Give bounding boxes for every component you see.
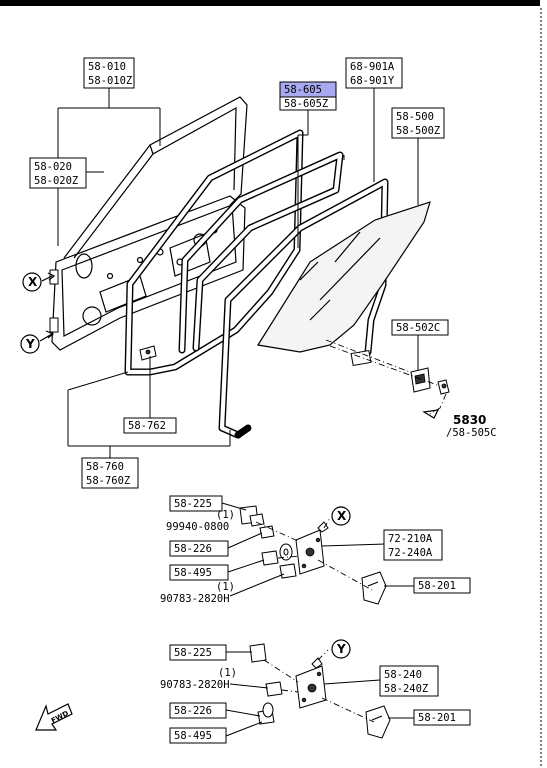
- callout-x-225: 58-225: [169, 495, 223, 512]
- leader-lines-x: [221, 502, 414, 597]
- callout-y-495: 58-495: [169, 727, 227, 744]
- svg-text:72-240A: 72-240A: [388, 547, 433, 559]
- svg-text:58-502C: 58-502C: [396, 322, 440, 334]
- callout-weatherstrip: 68-901A 68-901Y: [345, 57, 403, 89]
- svg-text:(1): (1): [216, 581, 235, 593]
- callout-y-90783: (1) 90783-2820H: [160, 667, 237, 691]
- callout-glass: 58-500 58-500Z: [391, 107, 445, 139]
- svg-text:(1): (1): [218, 667, 237, 679]
- glass-part: [257, 201, 431, 367]
- seal-clip-part: [139, 345, 157, 361]
- callout-y-226: 58-226: [169, 702, 227, 719]
- callout-x-99940: (1) 99940-0800: [166, 509, 235, 533]
- svg-text:58-201: 58-201: [418, 580, 456, 592]
- svg-text:58-020Z: 58-020Z: [34, 175, 78, 187]
- fwd-arrow-icon: FWD: [35, 703, 73, 731]
- callout-y-regulator: 58-240 58-240Z: [379, 665, 439, 697]
- svg-text:68-901A: 68-901A: [350, 61, 395, 73]
- svg-text:72-210A: 72-210A: [388, 533, 433, 545]
- svg-text:X: X: [28, 275, 38, 289]
- svg-text:58-226: 58-226: [174, 543, 212, 555]
- svg-text:58-605Z: 58-605Z: [284, 98, 328, 110]
- svg-text:(1): (1): [216, 509, 235, 521]
- svg-text:58-760: 58-760: [86, 461, 124, 473]
- callout-clip-5830: 5830 /58-505C: [446, 413, 497, 439]
- callout-run-channel: 58-605 58-605Z: [279, 81, 337, 111]
- svg-text:58-240Z: 58-240Z: [384, 683, 428, 695]
- svg-text:58-500: 58-500: [396, 111, 434, 123]
- callout-x-226: 58-226: [169, 540, 229, 557]
- svg-text:58-225: 58-225: [174, 647, 212, 659]
- callout-x-regulator: 72-210A 72-240A: [383, 529, 443, 561]
- svg-text:90783-2820H: 90783-2820H: [160, 593, 230, 605]
- callout-x-201: 58-201: [413, 577, 471, 594]
- callout-seal-lower: 58-760 58-760Z: [81, 457, 139, 489]
- svg-text:Y: Y: [336, 642, 346, 656]
- callout-y-225: 58-225: [169, 644, 227, 661]
- regulator-x-part: [239, 505, 387, 605]
- svg-text:58-225: 58-225: [174, 498, 212, 510]
- svg-text:58-226: 58-226: [174, 705, 212, 717]
- callout-door-shell: 58-010 58-010Z: [83, 57, 135, 89]
- svg-text:68-901Y: 68-901Y: [350, 75, 395, 87]
- marker-x-lower: X: [331, 506, 351, 526]
- svg-text:58-760Z: 58-760Z: [86, 475, 130, 487]
- weatherstrip-part: [218, 178, 389, 439]
- svg-text:58-605: 58-605: [284, 84, 322, 96]
- callout-seal-clip: 58-762: [123, 417, 177, 434]
- svg-text:58-240: 58-240: [384, 669, 422, 681]
- callout-y-201: 58-201: [413, 709, 471, 726]
- callout-x-495: 58-495: [169, 564, 229, 581]
- svg-text:5830: 5830: [453, 413, 486, 427]
- svg-text:58-201: 58-201: [418, 712, 456, 724]
- callout-glass-channel: 58-502C: [391, 319, 449, 336]
- glass-channel-hw: [325, 339, 450, 419]
- leader-lines-upper: [57, 86, 419, 458]
- svg-text:58-495: 58-495: [174, 567, 212, 579]
- callout-door-lower: 58-020 58-020Z: [29, 157, 87, 189]
- callout-x-90783: (1) 90783-2820H: [160, 581, 235, 605]
- marker-x-upper: X: [22, 272, 56, 292]
- svg-text:58-020: 58-020: [34, 161, 72, 173]
- run-channel-2-part: [178, 151, 344, 354]
- marker-y-upper: Y: [20, 330, 55, 354]
- svg-text:/58-505C: /58-505C: [446, 427, 497, 439]
- svg-text:X: X: [337, 509, 347, 523]
- svg-text:58-495: 58-495: [174, 730, 212, 742]
- svg-text:99940-0800: 99940-0800: [166, 521, 229, 533]
- marker-y-lower: Y: [331, 639, 351, 659]
- svg-text:90783-2820H: 90783-2820H: [160, 679, 230, 691]
- leader-lines-y: [225, 651, 414, 737]
- svg-text:Y: Y: [25, 337, 35, 351]
- svg-text:58-010: 58-010: [88, 61, 126, 73]
- svg-text:58-500Z: 58-500Z: [396, 125, 440, 137]
- regulator-y-part: [249, 643, 391, 739]
- header-bar: [0, 0, 540, 6]
- svg-text:58-010Z: 58-010Z: [88, 75, 132, 87]
- svg-text:58-762: 58-762: [128, 420, 166, 432]
